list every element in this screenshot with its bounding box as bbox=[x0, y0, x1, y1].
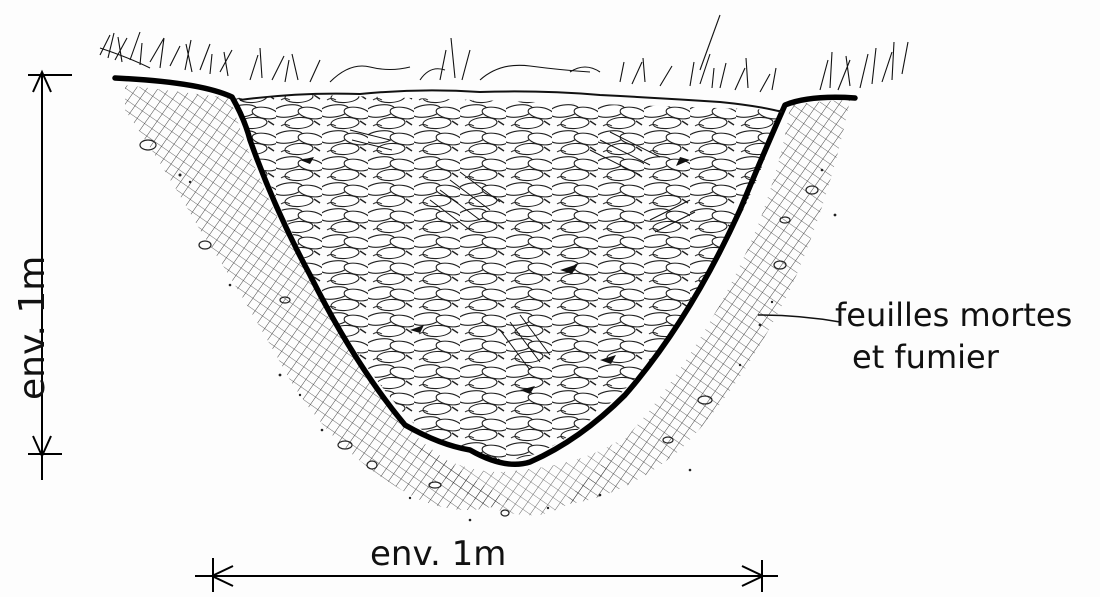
soil-dots bbox=[178, 168, 837, 522]
fill-label-line2: et fumier bbox=[852, 338, 1000, 376]
fill-label-line1: feuilles mortes bbox=[835, 296, 1072, 334]
width-label: env. 1m bbox=[370, 534, 506, 574]
grass-tufts bbox=[99, 14, 909, 93]
fill-surface bbox=[239, 89, 783, 113]
fill-leader-line bbox=[757, 314, 841, 323]
height-dimension bbox=[28, 69, 72, 480]
soil-pebbles bbox=[139, 139, 819, 517]
soil-hatching bbox=[125, 85, 850, 516]
height-label: env. 1m bbox=[12, 256, 53, 400]
pit-outline bbox=[112, 75, 858, 467]
width-dimension bbox=[195, 558, 778, 592]
